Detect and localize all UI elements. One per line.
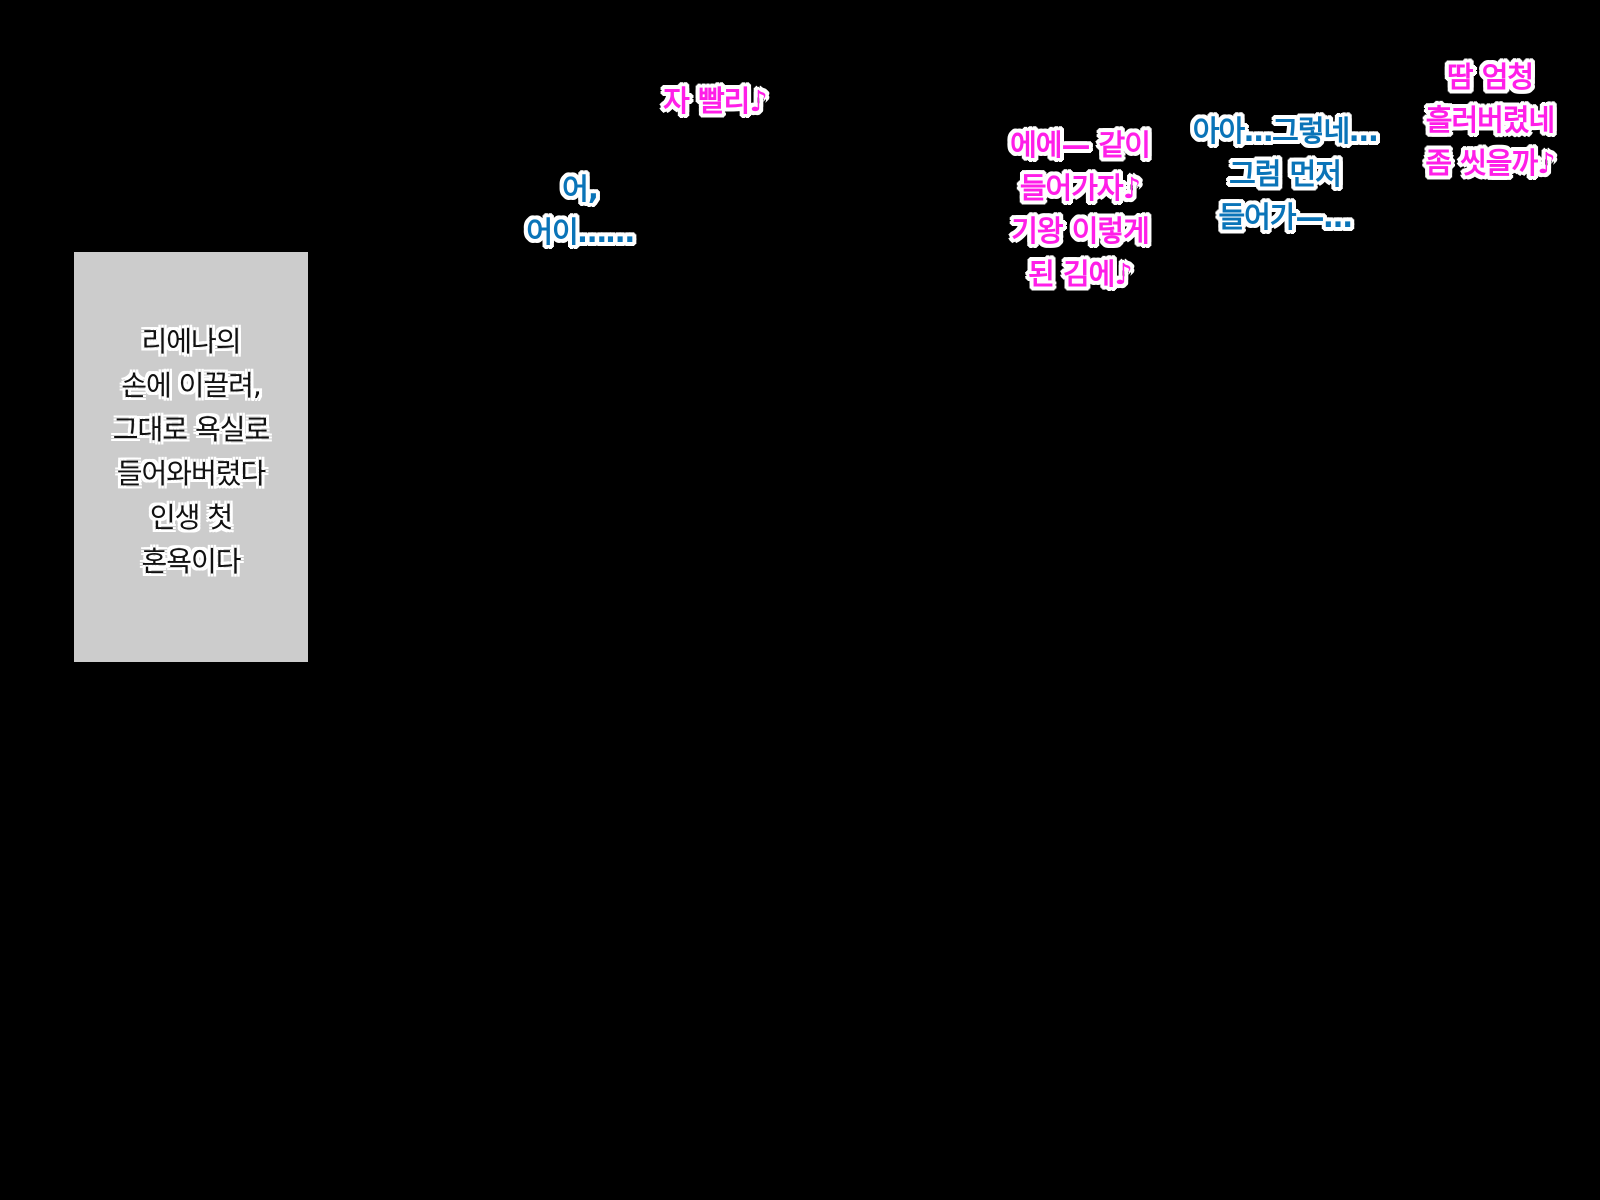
dialogue-line: 좀 씻을까♪ (1425, 146, 1555, 180)
dialogue-line: 어이…… (526, 215, 634, 249)
narration-line: 리에나의 (141, 325, 241, 358)
dialogue-line: 된 김에♪ (1028, 257, 1133, 291)
dialogue-ee: 에에— 같이 들어가자♪ 기왕 이렇게 된 김에♪ (1000, 124, 1160, 296)
narration-line: 혼욕이다 (141, 545, 241, 578)
dialogue-ttam: 땀 엄청 흘러버렸네 좀 씻을까♪ (1405, 56, 1575, 185)
dialogue-line: 어, (562, 172, 599, 206)
narration-text: 리에나의 손에 이끌려, 그대로 욕실로 들어와버렸다 인생 첫 혼욕이다 (112, 320, 270, 584)
dialogue-line: 아아…그렇네… (1192, 114, 1378, 148)
dialogue-line: 흘러버렸네 (1425, 103, 1555, 137)
dialogue-line: 자 빨리♪ (663, 84, 768, 118)
dialogue-iya: 아아…그렇네… 그럼 먼저 들어가—… (1190, 110, 1380, 239)
dialogue-line: 그럼 먼저 (1229, 157, 1342, 191)
narration-line: 인생 첫 (149, 501, 233, 534)
narration-line: 그대로 욕실로 (112, 413, 270, 446)
dialogue-line: 에에— 같이 (1010, 128, 1151, 162)
dialogue-line: 들어가자♪ (1019, 171, 1141, 205)
dialogue-eo: 어, 어이…… (520, 168, 640, 254)
dialogue-line: 기왕 이렇게 (1011, 214, 1150, 248)
dialogue-line: 땀 엄청 (1446, 60, 1534, 94)
dialogue-jabbali: 자 빨리♪ (630, 80, 800, 123)
narration-box: 리에나의 손에 이끌려, 그대로 욕실로 들어와버렸다 인생 첫 혼욕이다 (74, 252, 308, 662)
dialogue-line: 들어가—… (1218, 200, 1352, 234)
narration-line: 들어와버렸다 (116, 457, 267, 490)
narration-line: 손에 이끌려, (121, 369, 262, 402)
